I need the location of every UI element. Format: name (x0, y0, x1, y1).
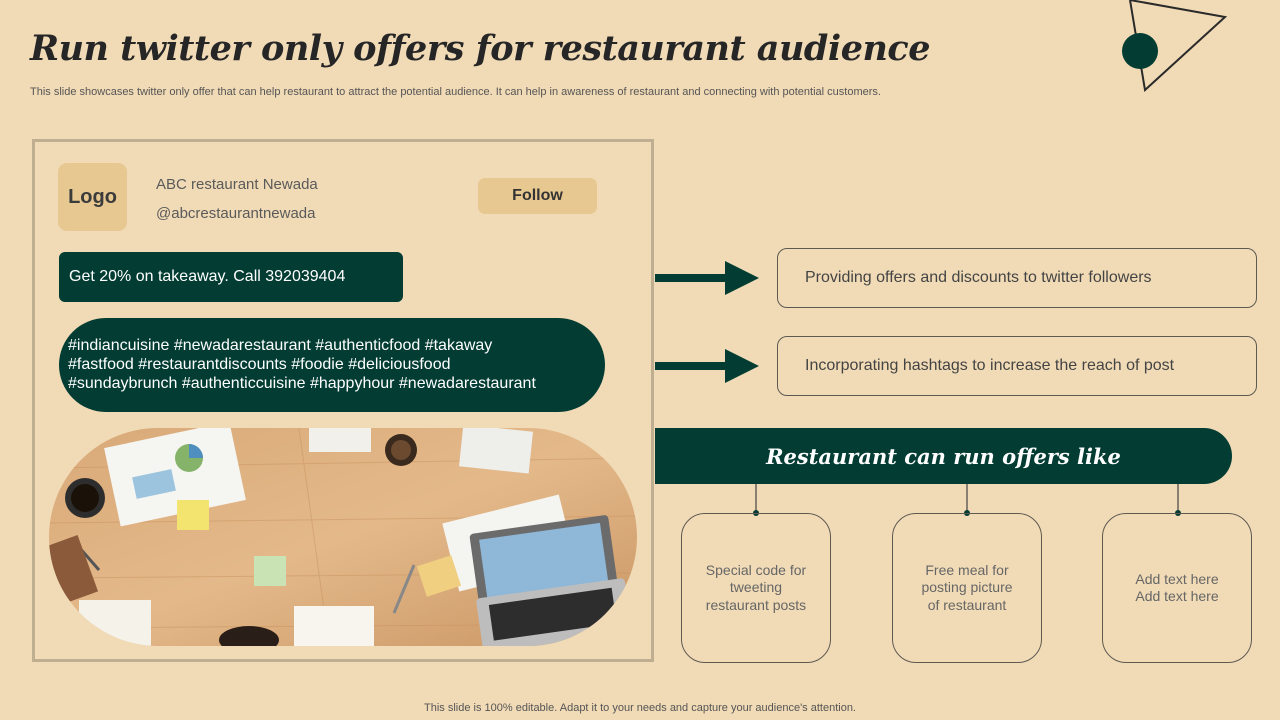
account-handle: @abcrestaurantnewada (156, 205, 316, 222)
offer-option-box: Add text here Add text here (1102, 513, 1252, 663)
arrow-icon (655, 261, 759, 295)
offer-option-text: Free meal for posting picture of restaur… (921, 561, 1013, 613)
page-title: Run twitter only offers for restaurant a… (30, 28, 930, 69)
offer-option-text: Special code for tweeting restaurant pos… (705, 561, 807, 613)
offer-option-text: Add text here Add text here (1135, 570, 1219, 605)
offer-tweet-text: Get 20% on takeaway. Call 392039404 (59, 252, 403, 302)
dot-decoration (1122, 33, 1158, 69)
workspace-photo (49, 428, 637, 646)
footer-note: This slide is 100% editable. Adapt it to… (424, 702, 856, 714)
hashtag-line: #indiancuisine #newadarestaurant #authen… (68, 337, 493, 354)
hashtag-line: #fastfood #restaurantdiscounts #foodie #… (68, 356, 451, 373)
hashtag-block: #indiancuisine #newadarestaurant #authen… (59, 318, 605, 412)
offer-option-box: Free meal for posting picture of restaur… (892, 513, 1042, 663)
hashtag-point-box: Incorporating hashtags to increase the r… (777, 336, 1257, 396)
offer-point-box: Providing offers and discounts to twitte… (777, 248, 1257, 308)
account-name: ABC restaurant Newada (156, 176, 318, 193)
offers-banner: Restaurant can run offers like (655, 428, 1232, 484)
logo-placeholder: Logo (58, 163, 127, 231)
hashtag-line: #sundaybrunch #authenticcuisine #happyho… (68, 375, 536, 392)
offer-option-box: Special code for tweeting restaurant pos… (681, 513, 831, 663)
tweet-mockup-frame (32, 139, 654, 662)
triangle-decoration (1122, 0, 1228, 92)
page-subtitle: This slide showcases twitter only offer … (30, 86, 881, 98)
follow-button[interactable]: Follow (478, 178, 597, 214)
arrow-icon (655, 349, 759, 383)
